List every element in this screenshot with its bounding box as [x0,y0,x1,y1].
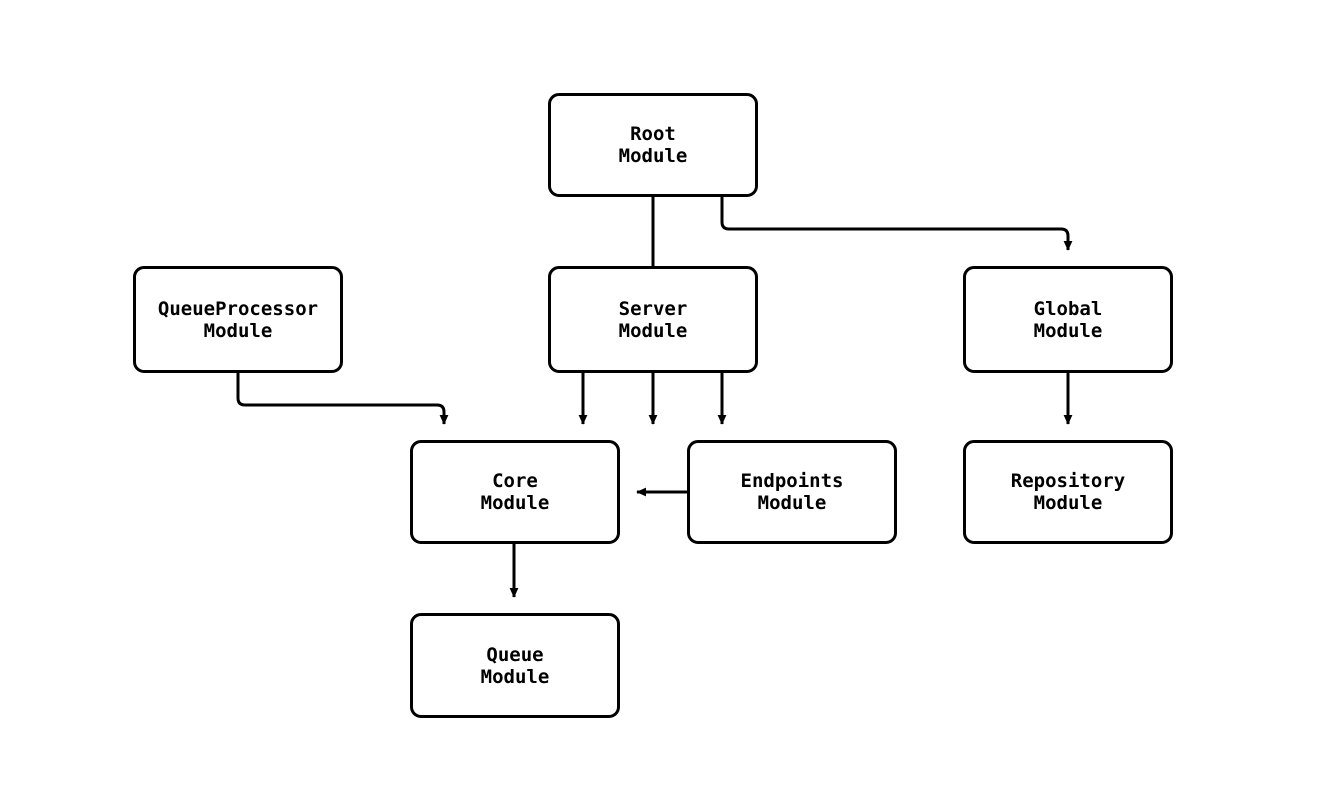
node-repository-module-line1: Repository [1010,470,1126,492]
node-queue-module-line1: Queue [486,643,544,666]
node-root-module-line2: Module [618,145,688,167]
node-endpoints-module-line1: Endpoints [740,470,844,492]
node-core-module-line1: Core [492,470,538,492]
node-root-module-line1: Root [630,123,676,145]
node-root-module[interactable]: Root Module [548,93,758,197]
node-repository-module[interactable]: Repository Module [963,440,1173,544]
node-server-module-line2: Module [618,319,688,342]
node-core-module[interactable]: Core Module [410,440,620,544]
node-global-module[interactable]: Global Module [963,266,1173,373]
edge-queueprocessor-to-core [236,373,449,425]
node-queue-module[interactable]: Queue Module [410,613,620,718]
node-server-module[interactable]: Server Module [548,266,758,373]
node-repository-module-line2: Module [1033,492,1103,514]
node-queue-module-line2: Module [480,665,550,688]
node-global-module-line2: Module [1033,319,1103,342]
node-queueprocessor-module-line1: QueueProcessor [157,297,319,320]
node-endpoints-module-line2: Module [757,492,827,514]
node-core-module-line2: Module [480,492,550,514]
edge-root-to-global [720,196,1073,251]
node-queueprocessor-module-line2: Module [203,319,273,342]
node-global-module-line1: Global [1033,297,1103,320]
node-queueprocessor-module[interactable]: QueueProcessor Module [133,266,343,373]
node-endpoints-module[interactable]: Endpoints Module [687,440,897,544]
node-server-module-line1: Server [618,297,688,320]
